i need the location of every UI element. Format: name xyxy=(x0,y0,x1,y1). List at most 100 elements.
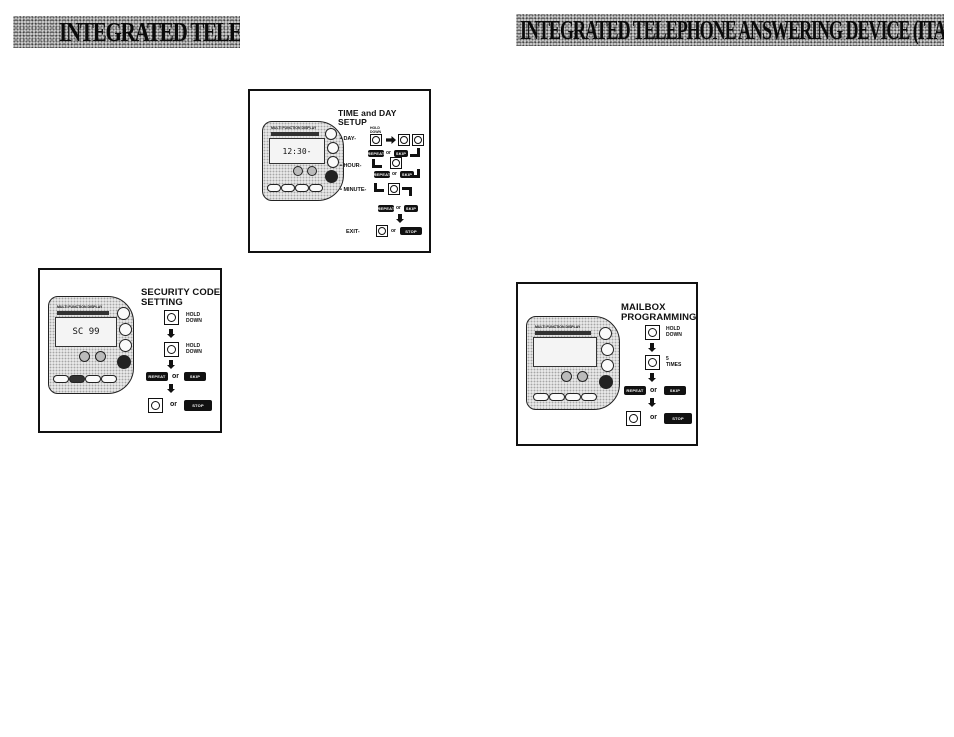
or-text: or xyxy=(650,414,657,421)
curved-arrow-icon xyxy=(410,148,420,157)
setup-key-icon xyxy=(370,134,382,146)
setup-key-icon xyxy=(412,134,424,146)
hold-down-label: HOLD xyxy=(666,326,681,332)
skip-key-icon: SKIP xyxy=(394,150,408,157)
repeat-key-icon: REPEAT xyxy=(373,171,391,178)
curved-arrow-icon xyxy=(372,159,382,168)
lcd-display: 12:30- xyxy=(269,138,325,164)
step-hour-label: • HOUR- xyxy=(340,163,362,169)
times-label: TIMES xyxy=(666,362,682,368)
bottom-button xyxy=(267,184,281,192)
repeat-key-icon: REPEAT xyxy=(146,372,168,381)
setup-key-icon xyxy=(645,355,660,370)
side-button xyxy=(599,327,612,340)
or-text: or xyxy=(392,171,397,177)
side-button xyxy=(325,128,337,140)
bottom-button xyxy=(295,184,309,192)
hold-down-label: HOLD xyxy=(186,312,201,318)
time-day-title-line2: SETUP xyxy=(338,117,367,127)
side-button-highlighted xyxy=(599,375,613,389)
skip-key-icon: SKIP xyxy=(404,205,418,212)
bottom-button xyxy=(581,393,597,401)
curved-arrow-icon xyxy=(410,169,420,178)
or-text: or xyxy=(386,150,391,156)
volume-knob xyxy=(307,166,317,176)
or-text: or xyxy=(391,228,396,234)
display-header-strip xyxy=(57,311,109,315)
side-button-highlighted xyxy=(325,170,338,183)
lcd-display xyxy=(533,337,597,367)
bottom-button xyxy=(549,393,565,401)
hold-down-label: DOWN xyxy=(186,349,202,355)
hold-down-label: HOLD xyxy=(186,343,201,349)
setup-key-icon xyxy=(626,411,641,426)
repeat-key-icon: REPEAT xyxy=(624,386,646,395)
hold-down-note: HOLD DOWN xyxy=(370,126,382,134)
setup-key-icon xyxy=(148,398,163,413)
skip-key-icon: SKIP xyxy=(664,386,686,395)
lcd-text: SC 99 xyxy=(72,327,100,337)
side-button xyxy=(119,339,132,352)
display-header-strip xyxy=(535,331,591,335)
side-button xyxy=(601,359,614,372)
curved-arrow-icon xyxy=(374,183,384,192)
volume-knob xyxy=(293,166,303,176)
setup-key-icon xyxy=(164,310,179,325)
step-day-label: • DAY- xyxy=(340,136,357,142)
volume-knob xyxy=(577,371,588,382)
security-title-line1: SECURITY CODE xyxy=(141,287,221,298)
volume-knob xyxy=(79,351,90,362)
security-title-line2: SETTING xyxy=(141,297,183,308)
bottom-button xyxy=(309,184,323,192)
mailbox-title-line1: MAILBOX xyxy=(621,302,666,313)
or-text: or xyxy=(650,387,657,394)
bottom-button xyxy=(85,375,101,383)
device-illustration: MULTI FUNCTION DISPLAY SC 99 xyxy=(48,296,134,394)
skip-key-icon: SKIP xyxy=(184,372,206,381)
setup-key-icon xyxy=(645,325,660,340)
page-title-left: INTEGRATED TELEPHONE ANS xyxy=(59,17,240,47)
device-label: MULTI FUNCTION DISPLAY xyxy=(57,305,103,309)
step-exit-label: EXIT- xyxy=(346,229,360,235)
device-label: MULTI FUNCTION DISPLAY xyxy=(535,325,581,329)
setup-key-icon xyxy=(398,134,410,146)
bottom-button xyxy=(565,393,581,401)
hold-down-label: DOWN xyxy=(186,318,202,324)
time-day-title-line1: TIME and DAY xyxy=(338,108,397,118)
lcd-text: 12:30- xyxy=(282,146,312,156)
side-button xyxy=(327,156,339,168)
device-illustration: MULTI FUNCTION DISPLAY xyxy=(526,316,620,410)
volume-knob xyxy=(561,371,572,382)
bottom-button xyxy=(533,393,549,401)
stop-key-icon: STOP xyxy=(400,227,422,235)
hold-down-label: DOWN xyxy=(666,332,682,338)
display-header-strip xyxy=(271,132,319,136)
step-minute-label: • MINUTE- xyxy=(340,187,367,193)
mailbox-title-line2: PROGRAMMING xyxy=(621,312,697,323)
device-label: MULTI FUNCTION DISPLAY xyxy=(271,126,317,130)
right-arrow-icon xyxy=(386,136,396,144)
side-button xyxy=(117,307,130,320)
setup-key-icon xyxy=(376,225,388,237)
repeat-key-icon: REPEAT xyxy=(377,205,395,212)
device-illustration: MULTI FUNCTION DISPLAY 12:30- xyxy=(262,121,344,201)
times-count: 5 xyxy=(666,356,669,362)
curved-arrow-icon xyxy=(402,187,412,196)
setup-key-icon xyxy=(390,157,402,169)
stop-key-icon: STOP xyxy=(184,400,212,411)
header-banner-left: INTEGRATED TELEPHONE ANS xyxy=(13,16,240,48)
skip-key-icon: SKIP xyxy=(400,171,414,178)
time-day-setup-panel: MULTI FUNCTION DISPLAY 12:30- TIME and D… xyxy=(248,89,431,253)
bottom-button xyxy=(53,375,69,383)
lcd-display: SC 99 xyxy=(55,317,117,347)
mailbox-programming-panel: MULTI FUNCTION DISPLAY MAILBOX PROGRAMMI… xyxy=(516,282,698,446)
or-text: or xyxy=(172,373,179,380)
setup-key-icon xyxy=(388,183,400,195)
side-button xyxy=(601,343,614,356)
repeat-key-icon: REPEAT xyxy=(367,150,385,157)
setup-key-icon xyxy=(164,342,179,357)
side-button xyxy=(119,323,132,336)
or-text: or xyxy=(170,401,177,408)
or-text: or xyxy=(396,205,401,211)
bottom-button xyxy=(69,375,85,383)
